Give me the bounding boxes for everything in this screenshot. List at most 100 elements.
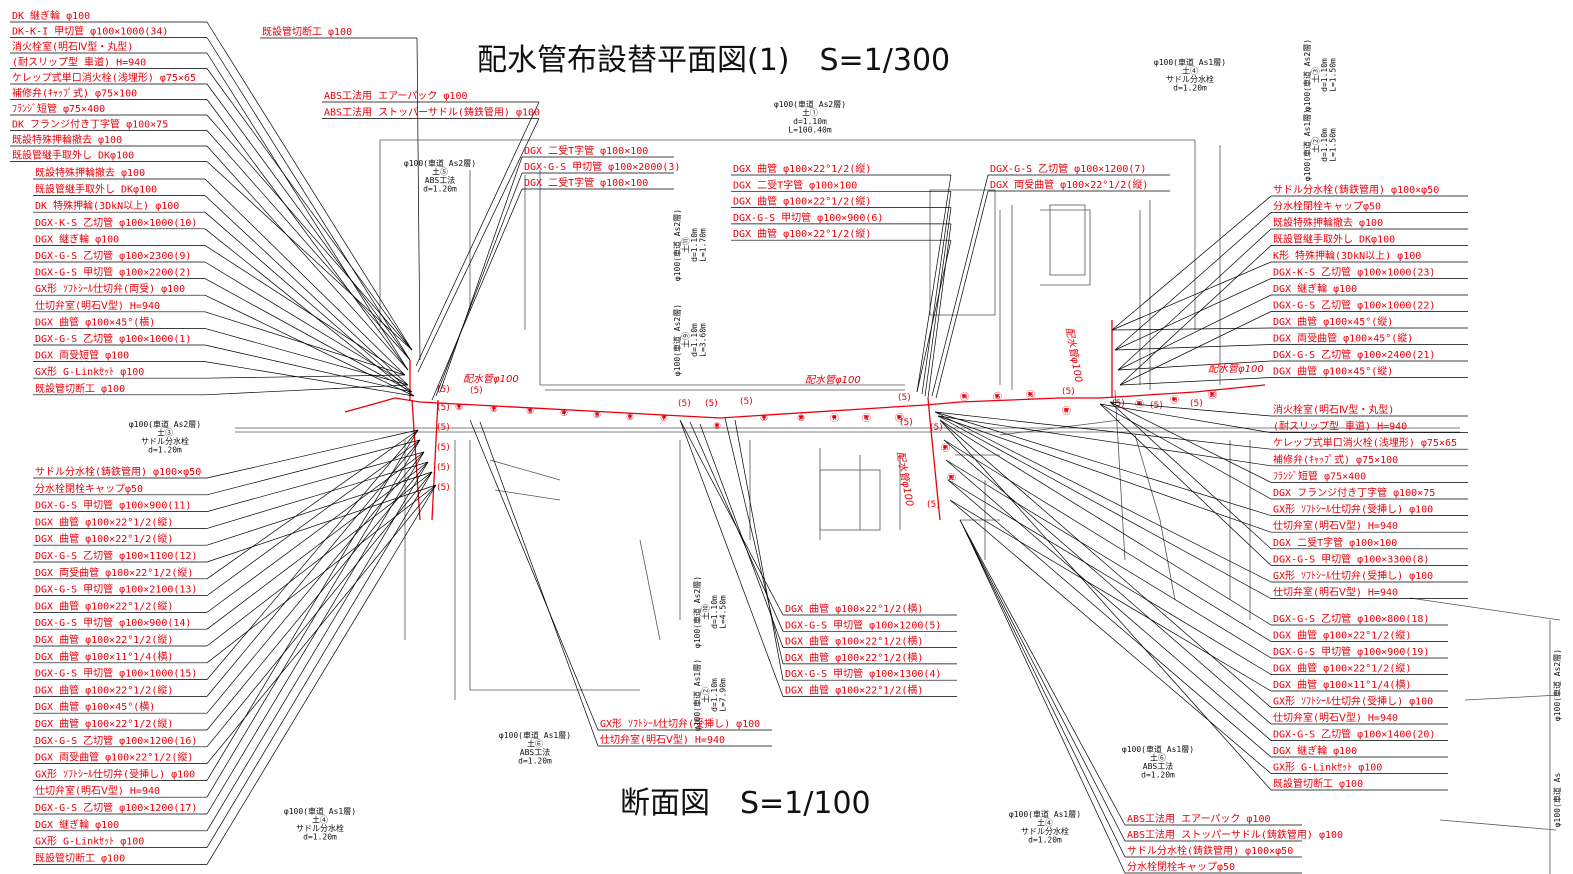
callout-text: GX形 ｿﾌﾄｼｰﾙ仕切弁(受挿し) φ100 <box>1273 569 1433 582</box>
callout-text: 補修弁(ｷｬｯﾌﾟ式) φ75×100 <box>12 87 137 100</box>
leader-line <box>934 411 1272 583</box>
leader-line <box>206 83 411 361</box>
leader-line <box>206 484 437 865</box>
leader-line <box>921 191 952 395</box>
section-note-line: ABS工法 <box>1143 761 1173 771</box>
leader-line <box>206 461 429 529</box>
section-line <box>1409 597 1561 621</box>
leader-line <box>206 439 421 496</box>
site-line <box>489 459 561 481</box>
site-line <box>999 419 1121 436</box>
joint-mark: (5) <box>930 423 943 433</box>
callout-text: DGX-G-S 甲切管 φ100×900(6) <box>733 211 883 224</box>
leader-line <box>206 21 413 351</box>
joint-mark: (5) <box>1062 387 1075 397</box>
leader-line <box>204 344 413 393</box>
callout-text: DGX 曲管 φ100×45°(縦) <box>1273 315 1393 328</box>
leader-line <box>415 101 540 367</box>
pipe-label-main-center: 配水管φ100 <box>805 374 861 386</box>
section-note-line: L=7.90m <box>719 678 728 712</box>
callout-text: DGX 曲管 φ100×22°1/2(縦) <box>1273 629 1411 642</box>
leader-line <box>469 419 599 731</box>
section-note-line: d=1.20m <box>423 185 457 194</box>
section-note-line: 土⑪ <box>681 237 691 253</box>
leader-line <box>204 261 409 386</box>
leader-line <box>1111 261 1272 331</box>
callout-text: 仕切弁室(明石Ⅴ型) H=940 <box>1273 711 1398 724</box>
callout-text: DGX-G-S 甲切管 φ100×1300(4) <box>785 667 941 680</box>
leader-line <box>927 223 952 399</box>
section-note-line: φ100(車道 As1層) <box>1154 57 1226 67</box>
section-note-line: φ100(車道 As2層) <box>672 209 682 281</box>
callout-text: GX形 ｿﾌﾄｼｰﾙ仕切弁(受挿し) φ100 <box>35 767 195 780</box>
leader-line <box>949 499 1272 774</box>
callout-text: (耐スリップ型 車道) H=940 <box>1273 420 1407 433</box>
leader-line <box>206 429 419 479</box>
leader-line <box>931 174 989 397</box>
section-note-line: 土⑤ <box>432 167 448 177</box>
leader-line <box>934 411 1272 450</box>
site-line <box>1134 434 1176 601</box>
section-note-line: d=1.10m <box>710 595 719 629</box>
section-note-line: φ100(車道 As1層) <box>1122 744 1194 754</box>
callout-text: 既設管切断工 φ100 <box>1273 777 1363 790</box>
joint-dot <box>528 408 532 412</box>
callout-text: DGX 曲管 φ100×22°1/2(縦) <box>1273 662 1411 675</box>
section-note-line: φ100(車道 As2層) <box>129 419 201 429</box>
pipe-segment-number: ③ <box>526 407 534 417</box>
building-outline <box>1049 204 1086 276</box>
pipe-segment-number: ⑧ <box>713 422 721 432</box>
section-note-line: 土② <box>701 687 711 703</box>
leader-line <box>439 156 523 393</box>
joint-mark: (5) <box>437 483 450 493</box>
leader-line <box>416 37 421 361</box>
section-note-line: L=1.70m <box>699 228 708 262</box>
callout-text: DGX 曲管 φ100×45°(縦) <box>1273 365 1393 378</box>
callout-text: DGX 両受曲管 φ100×45°(縦) <box>1273 332 1413 345</box>
leader-line <box>949 499 1272 692</box>
callout-text: 仕切弁室(明石Ⅴ型) H=940 <box>1273 586 1398 599</box>
leader-line <box>1117 294 1272 371</box>
callout-text: 既設特殊押輪撤去 φ100 <box>1273 216 1383 229</box>
pipe-segment-number: ② <box>490 405 498 415</box>
joint-dot <box>1064 408 1068 412</box>
joint-mark: (5) <box>437 463 450 473</box>
joint-dot <box>799 415 803 419</box>
callout-text: DGX-G-S 乙切管 φ100×1000(1) <box>35 332 191 345</box>
leader-line <box>206 484 437 764</box>
section-note-line: d=1.10m <box>690 228 699 262</box>
leader-line <box>937 415 1272 467</box>
section-note-line: L=1.50m <box>1329 58 1338 92</box>
pipe-segment <box>927 397 941 521</box>
callout-text: DGX 曲管 φ100×22°1/2(横) <box>785 635 923 648</box>
callout-text: DGX-G-S 乙切管 φ100×1200(17) <box>35 801 197 814</box>
callout-text: 既設特殊押輪撤去 φ100 <box>12 133 122 146</box>
section-note-line: ABS工法 <box>520 747 550 757</box>
section-note-line: φ100(車道 As1層) <box>1009 809 1081 819</box>
leader-line <box>204 245 406 376</box>
joint-mark: (5) <box>1112 399 1125 409</box>
joint-mark: (5) <box>437 403 450 413</box>
callout-text: DK 特殊押輪(3DkN以上) φ100 <box>35 199 179 212</box>
callout-text: DGX 曲管 φ100×22°1/2(縦) <box>35 515 173 528</box>
callout-text: ABS工法用 ストッパーサドル(鋳鉄管用) φ100 <box>324 106 540 119</box>
joint-dot <box>949 475 953 479</box>
leader-line <box>206 52 409 371</box>
leader-line <box>431 188 523 401</box>
callout-text: 分水栓閉栓キャップφ50 <box>35 482 143 495</box>
callout-text: ABS工法用 エアーパック φ100 <box>1127 812 1271 825</box>
leader-line <box>206 461 429 630</box>
callout-text: DGX 曲管 φ100×22°1/2(縦) <box>733 227 871 240</box>
callout-text: DGX 曲管 φ100×22°1/2(縦) <box>35 633 173 646</box>
callout-text: 既設特殊押輪撤去 φ100 <box>35 166 145 179</box>
section-note-line: φ100(車道 As2層) <box>692 576 702 648</box>
callout-text: DGX-G-S 甲切管 φ100×900(19) <box>1273 645 1429 658</box>
callout-text: DGX 継ぎ輪 φ100 <box>1273 282 1357 295</box>
joint-dot <box>832 415 836 419</box>
callout-text: DGX 二受T字管 φ100×100 <box>1273 536 1397 549</box>
